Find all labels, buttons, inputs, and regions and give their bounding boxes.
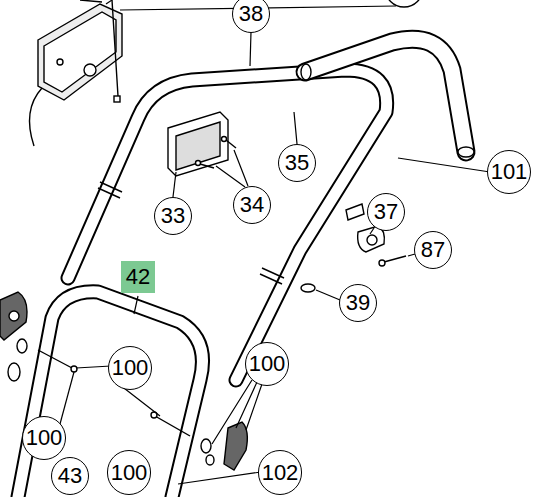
callout-number: 37	[374, 201, 398, 223]
callout-number: 100	[112, 357, 149, 379]
highlighted-callout: 42	[121, 261, 155, 293]
callout-number: 39	[346, 292, 370, 314]
callout-circle: 38	[232, 0, 270, 33]
callout-number: 100	[111, 462, 148, 484]
callout-circle: 100	[245, 342, 290, 387]
callout-number: 102	[262, 462, 299, 484]
callout-number: 38	[239, 3, 263, 25]
callout-circle: 34	[233, 186, 271, 224]
callout-circle: 87	[414, 231, 452, 269]
callout-number: 43	[58, 465, 82, 487]
callout-number: 35	[285, 152, 309, 174]
callout-circle: 35	[278, 144, 316, 182]
callout-number: 34	[240, 194, 264, 216]
callout-number: 42	[126, 266, 150, 288]
callout-circle: 100	[107, 450, 152, 495]
callout-number: 101	[491, 161, 528, 183]
callout-number: 33	[161, 205, 185, 227]
callout-circle: 100	[22, 416, 67, 461]
callout-number: 100	[249, 353, 286, 375]
callout-circle: 33	[154, 197, 192, 235]
callout-circle: 100	[108, 346, 153, 391]
callout-circle: 101	[487, 150, 532, 195]
callout-circle: 39	[339, 284, 377, 322]
callout-circle: 43	[51, 457, 89, 495]
callout-number: 87	[421, 239, 445, 261]
callout-circle: 37	[367, 193, 405, 231]
callout-circle: 102	[258, 450, 303, 495]
callout-number: 100	[26, 427, 63, 449]
